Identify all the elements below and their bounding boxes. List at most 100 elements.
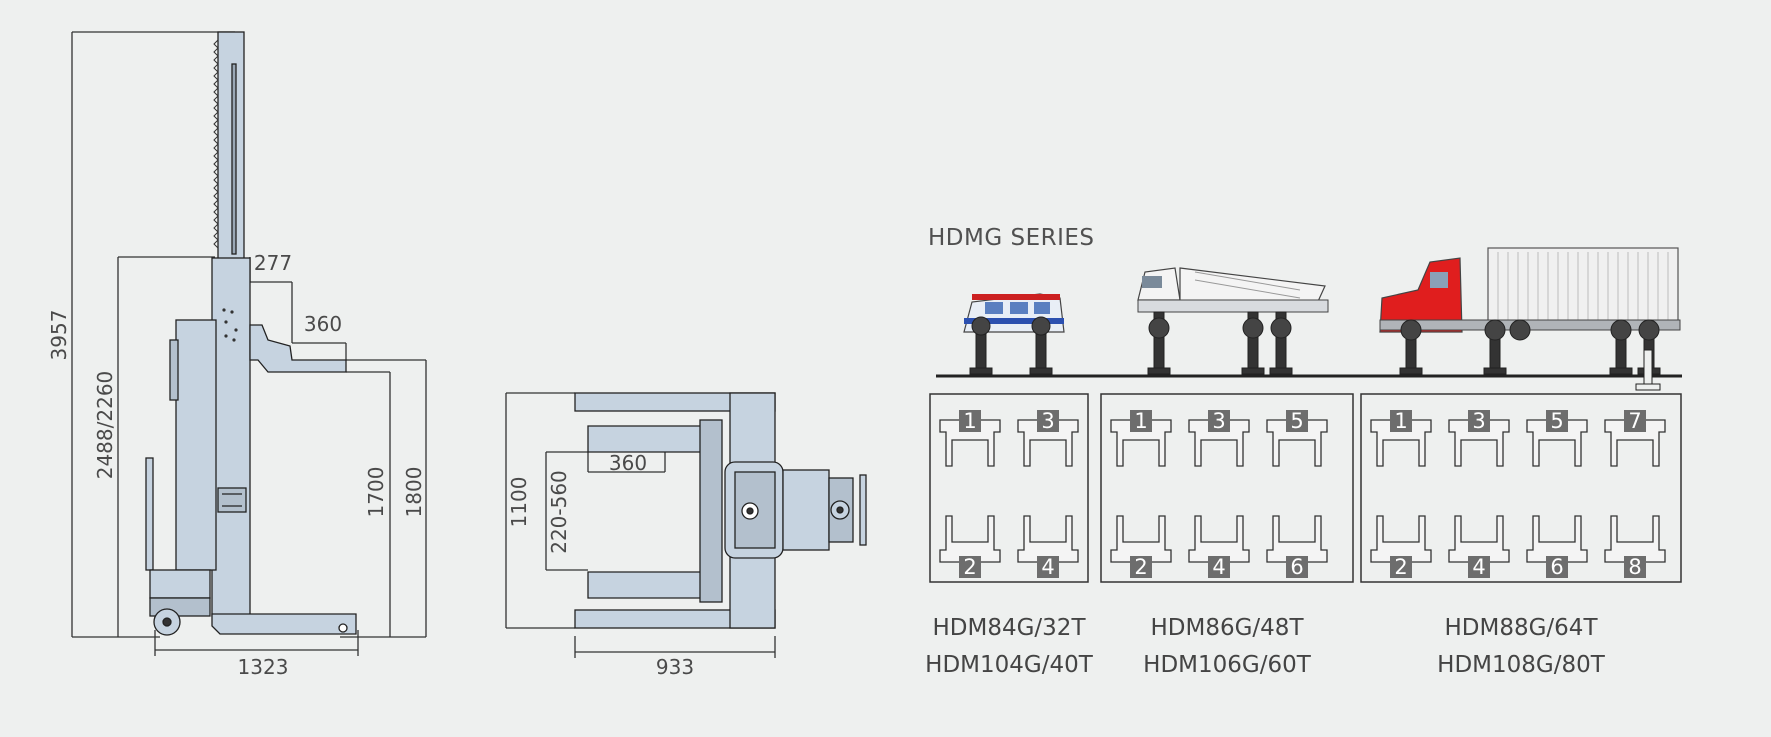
lift-stands	[969, 311, 1661, 391]
lift-unit-bottom-2: 2	[1110, 515, 1172, 579]
number-badge	[1286, 556, 1308, 578]
fork-arm	[249, 324, 347, 373]
number-badge	[1208, 556, 1230, 578]
number-badge	[1468, 410, 1490, 432]
hydraulic-unit	[149, 569, 211, 599]
number-badge	[1546, 410, 1568, 432]
lift-unit-top-5: 5	[1266, 409, 1328, 467]
lift-unit-top-5: 5	[1526, 409, 1588, 467]
lift-unit-bottom-6: 6	[1526, 515, 1588, 579]
model-name: HDM84G/32T	[932, 615, 1086, 641]
lift-number: 1	[1394, 409, 1407, 433]
number-badge	[1546, 556, 1568, 578]
upper-fork	[587, 425, 713, 453]
lift-number: 4	[1212, 555, 1225, 579]
lift-number: 8	[1628, 555, 1641, 579]
outer-column	[211, 257, 251, 617]
dump-stand-2	[1241, 311, 1265, 375]
number-badge	[1208, 410, 1230, 432]
config-box	[929, 393, 1089, 583]
dim-fork-offset: 277	[254, 251, 292, 275]
lift-number: 5	[1290, 409, 1303, 433]
column-bolts	[222, 308, 238, 342]
number-badge	[1130, 410, 1152, 432]
lift-unit-bottom-4: 4	[1017, 515, 1079, 579]
number-badge	[959, 410, 981, 432]
dump-stand-3	[1269, 311, 1293, 375]
series-section: HDMG SERIES	[925, 225, 1682, 678]
dim-depth: 1100	[507, 477, 531, 528]
dim-width: 933	[656, 655, 694, 679]
carriage	[175, 319, 217, 571]
lift-unit-top-7: 7	[1604, 409, 1666, 467]
lift-number: 3	[1472, 409, 1485, 433]
semi-truck-icon	[1379, 247, 1681, 333]
van-stand-2	[1029, 316, 1053, 375]
model-name: HDM86G/48T	[1150, 615, 1304, 641]
number-badge	[1390, 556, 1412, 578]
number-badge	[959, 556, 981, 578]
config-box	[1100, 393, 1354, 583]
number-badge	[1130, 556, 1152, 578]
dim-lift-1700: 1700	[364, 467, 388, 518]
control-box	[217, 487, 247, 513]
number-badge	[1037, 410, 1059, 432]
model-name: HDM88G/64T	[1444, 615, 1598, 641]
inner-mast	[217, 31, 245, 261]
lift-unit-bottom-6: 6	[1266, 515, 1328, 579]
model-name: HDM108G/80T	[1437, 652, 1606, 678]
dump-truck-icon	[1137, 267, 1329, 313]
semi-stand-3	[1609, 319, 1633, 375]
dim-lift-1800: 1800	[402, 467, 426, 518]
lift-unit-top-3: 3	[1188, 409, 1250, 467]
series-title: HDMG SERIES	[928, 225, 1095, 251]
model-name: HDM104G/40T	[925, 652, 1094, 678]
lift-number: 1	[1134, 409, 1147, 433]
base-leg	[211, 613, 357, 635]
lift-number: 4	[1041, 555, 1054, 579]
lower-fork	[587, 571, 713, 599]
number-badge	[1037, 556, 1059, 578]
mast-rack	[213, 39, 219, 249]
number-badge	[1390, 410, 1412, 432]
van-stand-1	[969, 316, 993, 375]
lift-number: 1	[963, 409, 976, 433]
dim-fork-length: 360	[304, 312, 342, 336]
semi-stand-1	[1399, 319, 1423, 375]
number-badge	[1468, 556, 1490, 578]
lift-unit-bottom-8: 8	[1604, 515, 1666, 579]
top-view-lift	[574, 392, 867, 629]
dim-base-length: 1323	[238, 655, 289, 679]
dim-carriage-height: 2488/2260	[93, 371, 117, 480]
dim-top-fork-length: 360	[609, 451, 647, 475]
number-badge	[1624, 556, 1646, 578]
lift-unit-top-1: 1	[1370, 409, 1432, 467]
lift-unit-top-1: 1	[1110, 409, 1172, 467]
lift-number: 2	[963, 555, 976, 579]
support-stand	[1635, 349, 1661, 391]
hydraulic-pump	[782, 469, 830, 551]
lift-unit-top-3: 3	[1017, 409, 1079, 467]
lift-number: 6	[1290, 555, 1303, 579]
lift-unit-bottom-2: 2	[939, 515, 1001, 579]
model-name: HDM106G/60T	[1143, 652, 1312, 678]
lift-unit-top-1: 1	[939, 409, 1001, 467]
fork-carrier	[699, 419, 723, 603]
lift-unit-bottom-2: 2	[1370, 515, 1432, 579]
lift-unit-top-3: 3	[1448, 409, 1510, 467]
number-badge	[1286, 410, 1308, 432]
lift-number: 5	[1550, 409, 1563, 433]
top-view: 1100 220-560 360 933	[505, 392, 867, 679]
lift-number: 6	[1550, 555, 1563, 579]
lift-number: 3	[1041, 409, 1054, 433]
handle-bar	[145, 457, 154, 571]
side-view: 3957 2488/2260 277 360 1700 1800 1323	[47, 31, 427, 679]
lift-number: 2	[1134, 555, 1147, 579]
lift-number: 7	[1628, 409, 1641, 433]
